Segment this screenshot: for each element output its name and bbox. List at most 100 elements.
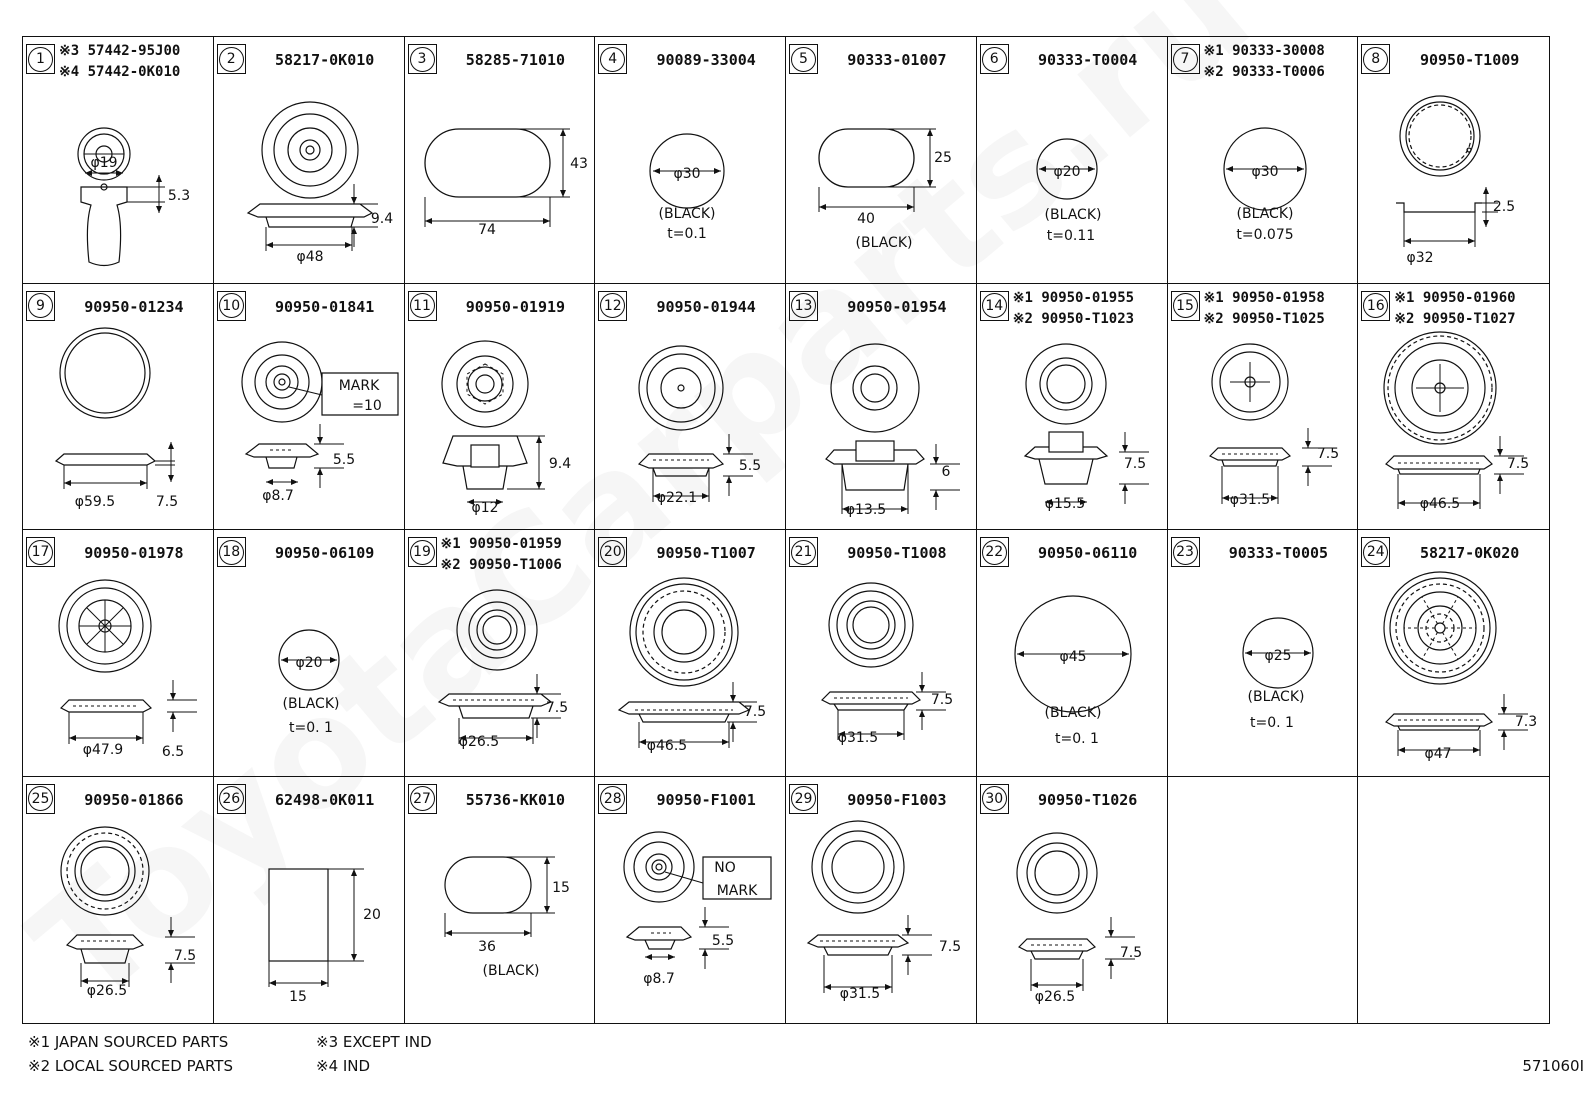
part-number: ※1 90333-30008 [1203, 43, 1325, 59]
item-number: 13 [791, 293, 816, 318]
part-number: 90333-T0005 [1228, 544, 1329, 562]
item-number-box: 21 [789, 537, 818, 567]
item-number-box: 11 [407, 290, 437, 321]
item-number: 27 [409, 786, 435, 811]
item-number-box: 22 [979, 537, 1009, 567]
part-number: 90950-01841 [274, 297, 375, 316]
part-cell: 6 90333-T0004 φ20(BLACK)t=0.11 [976, 37, 1168, 284]
width-label: 15 [289, 989, 307, 1005]
item-number: 26 [218, 786, 244, 811]
diameter-label: φ48 [296, 249, 323, 265]
item-number: 1 [28, 46, 53, 72]
part-number: 90333-T0004 [1037, 51, 1138, 69]
item-number-box: 3 [407, 44, 437, 74]
diameter-label: φ20 [1053, 164, 1080, 180]
item-number-box: 20 [598, 537, 628, 567]
diameter-label: φ31.5 [1229, 492, 1269, 508]
part-number-variants: ※1 90333-30008※2 90333-T0006 [1204, 41, 1358, 83]
height-label: 7.5 [744, 704, 766, 720]
diagram-code: 571060I [1522, 1057, 1584, 1075]
part-drawing: φ26.57.5 [437, 589, 568, 750]
item-number: 18 [218, 539, 244, 565]
item-number: 20 [600, 539, 626, 565]
height-label: 6 [942, 464, 951, 480]
item-number: 29 [791, 786, 816, 811]
height-label: 7.5 [1124, 456, 1146, 472]
item-number: 21 [791, 539, 816, 565]
item-number-box: 14 [979, 290, 1009, 321]
diameter-label: φ12 [471, 500, 498, 516]
part-drawing: φ45(BLACK)t=0. 1 [1014, 595, 1132, 747]
part-number: 90950-F1003 [847, 790, 947, 809]
part-drawing: φ30(BLACK)t=0.075 [1222, 127, 1307, 243]
item-number: 17 [28, 539, 53, 565]
item-number: 30 [981, 786, 1007, 811]
footnote-row: ※1 JAPAN SOURCED PARTS ※3 EXCEPT IND [28, 1030, 432, 1054]
item-number-box: 5 [789, 44, 818, 74]
part-number: 90950-01978 [84, 544, 184, 562]
diameter-label: φ46.5 [1420, 496, 1460, 512]
part-number: ※1 90950-01960 [1394, 289, 1516, 306]
height-label: 7.3 [1515, 714, 1537, 730]
item-number: 8 [1363, 46, 1389, 72]
thickness-label: t=0. 1 [289, 720, 333, 736]
part-number: 90950-01866 [84, 790, 184, 809]
mark-label: NO [715, 860, 737, 876]
footnote-1: ※1 JAPAN SOURCED PARTS [28, 1033, 229, 1051]
item-number-box: 2 [216, 44, 246, 74]
color-label: (BLACK) [1236, 206, 1293, 222]
mark-value: =10 [352, 398, 382, 414]
height-label: 5.3 [168, 188, 190, 204]
part-drawing: φ31.5 7.5 [806, 819, 961, 1002]
diameter-label: φ8.7 [644, 971, 676, 987]
diameter-label: φ20 [295, 655, 322, 671]
part-cell: 29 90950-F1003 φ31.5 7.5 [786, 776, 977, 1023]
item-number-box: 12 [598, 290, 628, 321]
part-number: 90950-01954 [847, 297, 947, 316]
item-number-box: 17 [26, 537, 55, 567]
width-label: 36 [478, 939, 496, 955]
color-label: (BLACK) [1044, 705, 1101, 721]
height-label: 25 [934, 150, 952, 166]
part-drawing: φ31.57.5 [820, 582, 953, 746]
footnote-2: ※2 LOCAL SOURCED PARTS [28, 1057, 233, 1075]
item-number-box: 23 [1170, 537, 1200, 567]
part-drawing: φ20(BLACK)t=0. 1 [278, 629, 340, 736]
part-number: 62498-0K011 [274, 790, 375, 809]
part-number-variants: ※1 90950-01960※2 90950-T1027 [1394, 288, 1549, 330]
part-drawing: φ20(BLACK)t=0.11 [1036, 138, 1101, 244]
height-label: 7.5 [1507, 456, 1529, 472]
thickness-label: t=0. 1 [1250, 715, 1294, 731]
part-drawing: φ13.56 [825, 342, 960, 518]
item-number-box: 6 [979, 44, 1009, 74]
thickness-label: t=0.1 [668, 226, 707, 242]
diameter-label: φ19 [90, 155, 117, 171]
part-number: 90950-F1001 [656, 790, 756, 809]
height-label: 5.5 [333, 452, 355, 468]
part-drawing: φ22.15.5 [638, 344, 761, 506]
footnote-row: ※2 LOCAL SOURCED PARTS ※4 IND [28, 1054, 432, 1078]
item-number: 2 [218, 46, 244, 72]
height-label: 20 [363, 907, 381, 923]
diameter-label: φ32 [1407, 250, 1434, 266]
diameter-label: φ47.9 [83, 742, 123, 758]
height-label: 7.5 [174, 948, 196, 964]
empty-cell [1358, 777, 1549, 1024]
item-number-box: 1 [26, 44, 55, 74]
diameter-label: φ31.5 [840, 986, 880, 1002]
mark-value: MARK [717, 883, 758, 899]
part-number: ※1 90950-01959 [440, 536, 562, 552]
color-label: (BLACK) [482, 963, 539, 979]
thickness-label: t=0. 1 [1055, 731, 1099, 747]
part-number: ※1 90950-01958 [1203, 289, 1325, 306]
height-label: 7.5 [939, 939, 961, 955]
